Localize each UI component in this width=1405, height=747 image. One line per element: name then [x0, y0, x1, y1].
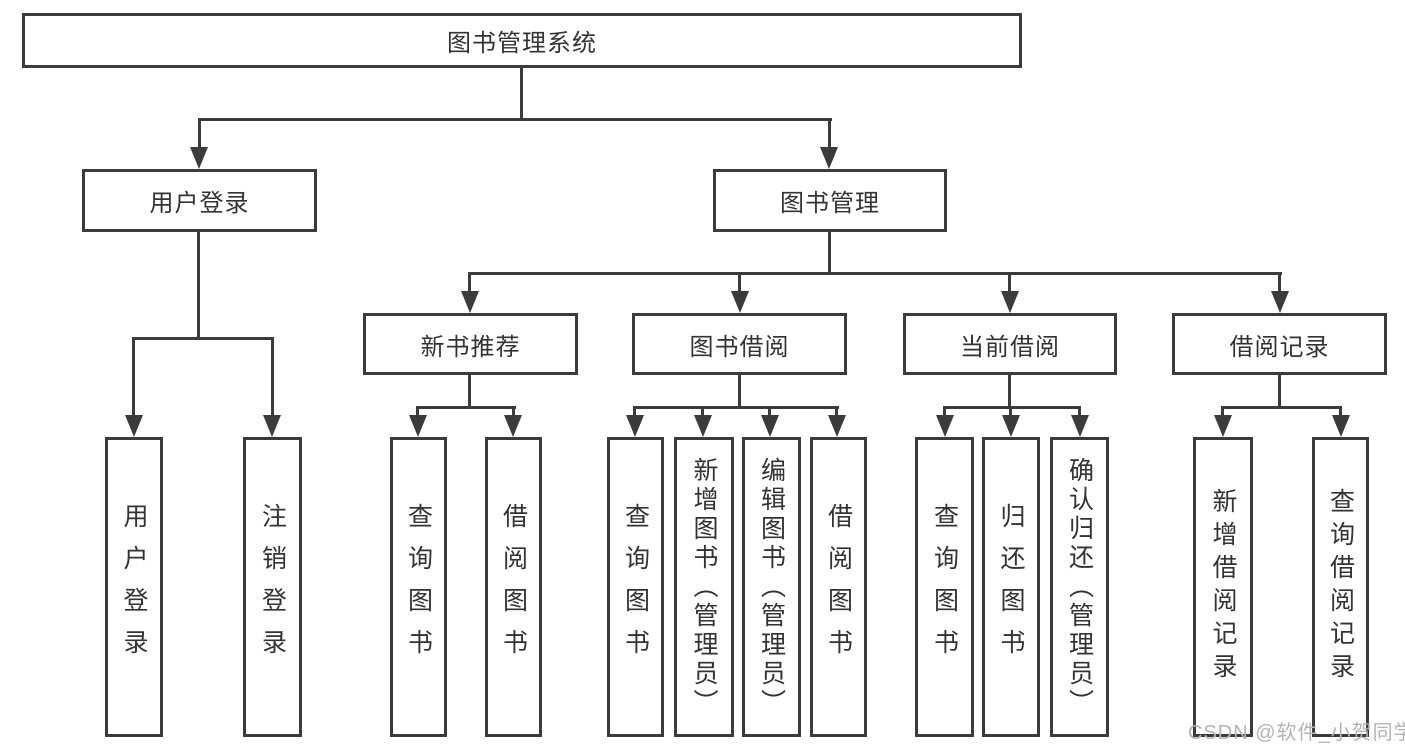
arrowhead-down-icon	[125, 415, 143, 437]
node-book-borrow: 图书借阅	[632, 313, 847, 375]
node-root: 图书管理系统	[22, 13, 1022, 68]
connector-borrow-record-stem	[1278, 374, 1281, 408]
arrowhead-down-icon	[1002, 415, 1020, 437]
leaf-user-login: 用户登录	[105, 437, 163, 737]
connector-to-leaf	[512, 406, 515, 417]
connector-to-leaf	[1078, 406, 1081, 417]
connector-to-leaf	[701, 406, 704, 417]
connector-current-borrow-branch	[943, 406, 1081, 409]
arrowhead-down-icon	[761, 415, 779, 437]
arrowhead-down-icon	[1001, 291, 1019, 313]
connector-to-leaf	[271, 337, 274, 417]
connector-to-leaf	[835, 406, 838, 417]
connector-new-book-rec-stem	[468, 374, 471, 408]
connector-to-book-mgmt	[828, 118, 831, 149]
connector-to-user-login	[198, 118, 201, 149]
connector-book-borrow-branch	[633, 406, 839, 409]
connector-root-stem	[520, 68, 523, 118]
arrowhead-down-icon	[461, 291, 479, 313]
connector-new-book-rec-branch	[416, 406, 516, 409]
arrowhead-down-icon	[190, 147, 208, 169]
connector-to-leaf	[416, 406, 419, 417]
leaf-borrow-query-books: 查询图书	[607, 437, 664, 737]
arrowhead-down-icon	[1332, 415, 1350, 437]
arrowhead-down-icon	[1214, 415, 1232, 437]
connector-to-leaf	[1221, 406, 1224, 417]
connector-user-login-stem	[197, 232, 200, 338]
connector-borrow-record-branch	[1221, 406, 1342, 409]
node-current-borrow: 当前借阅	[903, 313, 1117, 375]
connector-root-branch	[198, 118, 832, 121]
node-borrow-records: 借阅记录	[1172, 313, 1387, 375]
connector-to-leaf	[768, 406, 771, 417]
connector-to-leaf	[633, 406, 636, 417]
arrowhead-down-icon	[731, 291, 749, 313]
connector-current-borrow-stem	[1008, 374, 1011, 408]
arrowhead-down-icon	[263, 415, 281, 437]
connector-book-mgmt-branch	[468, 272, 1282, 275]
leaf-borrow-add-books-admin: 新增图书（管理员）	[674, 437, 734, 737]
connector-to-leaf	[1339, 406, 1342, 417]
leaf-record-add-borrow-record: 新增借阅记录	[1193, 437, 1253, 737]
leaf-logout-login: 注销登录	[243, 437, 302, 737]
connector-to-borrow-record	[1278, 272, 1281, 294]
arrowhead-down-icon	[1071, 415, 1089, 437]
arrowhead-down-icon	[694, 415, 712, 437]
csdn-watermark: CSDN @软件_小贺同学	[1188, 722, 1405, 744]
leaf-current-return-books: 归还图书	[982, 437, 1040, 737]
leaf-borrow-borrow-books: 借阅图书	[810, 437, 867, 737]
leaf-record-query-borrow-record: 查询借阅记录	[1312, 437, 1369, 737]
node-user-login: 用户登录	[82, 169, 317, 232]
connector-book-borrow-stem	[738, 374, 741, 408]
leaf-current-confirm-return-admin: 确认归还（管理员）	[1050, 437, 1109, 737]
leaf-newrec-query-books: 查询图书	[390, 437, 447, 737]
arrowhead-down-icon	[409, 415, 427, 437]
connector-to-book-borrow	[738, 272, 741, 294]
node-new-book-recommend: 新书推荐	[363, 313, 578, 375]
connector-to-leaf	[943, 406, 946, 417]
connector-to-current-borrow	[1008, 272, 1011, 294]
arrowhead-down-icon	[504, 415, 522, 437]
leaf-current-query-books: 查询图书	[915, 437, 974, 737]
connector-to-new-book-rec	[468, 272, 471, 294]
node-book-management: 图书管理	[713, 169, 947, 232]
arrowhead-down-icon	[820, 147, 838, 169]
connector-book-mgmt-stem	[828, 232, 831, 274]
leaf-borrow-edit-books-admin: 编辑图书（管理员）	[742, 437, 801, 737]
arrowhead-down-icon	[626, 415, 644, 437]
leaf-newrec-borrow-books: 借阅图书	[485, 437, 542, 737]
arrowhead-down-icon	[936, 415, 954, 437]
connector-user-login-branch	[132, 337, 274, 340]
arrowhead-down-icon	[1271, 291, 1289, 313]
connector-to-leaf	[132, 337, 135, 417]
arrowhead-down-icon	[828, 415, 846, 437]
connector-to-leaf	[1009, 406, 1012, 417]
